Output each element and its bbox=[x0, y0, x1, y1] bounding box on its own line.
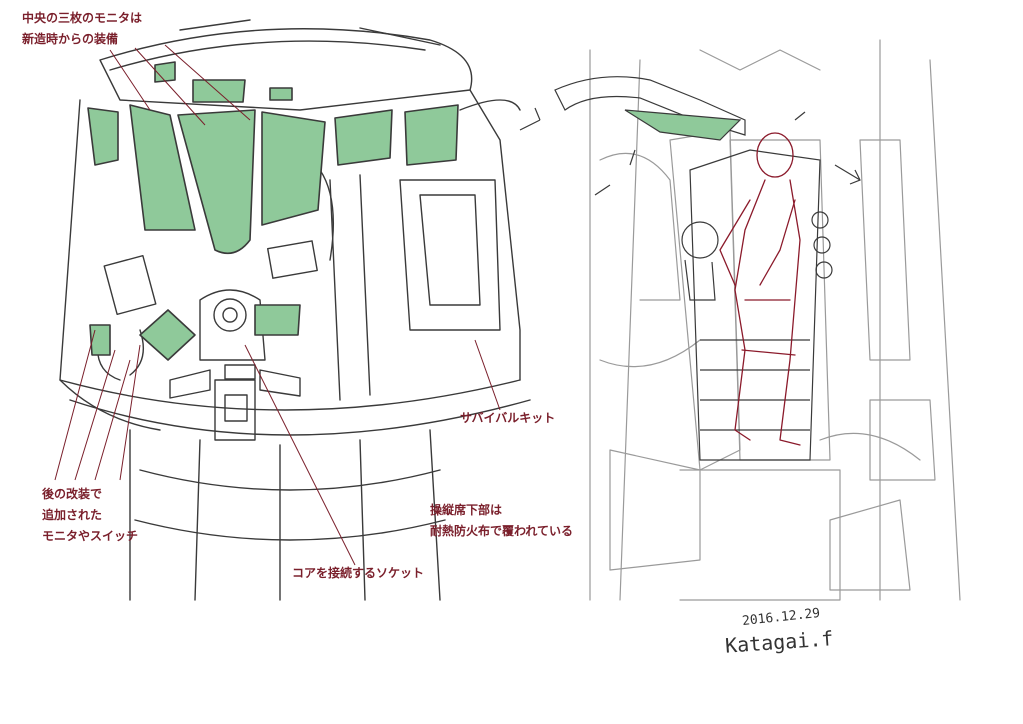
canopy-monitor bbox=[624, 109, 742, 141]
monitor-left-outer bbox=[87, 107, 119, 166]
cockpit-interior-drawing bbox=[59, 19, 531, 601]
monitor-top-2 bbox=[154, 61, 176, 83]
annotation-core-socket: コアを接続するソケット bbox=[292, 566, 425, 580]
annotation-seat-bottom: 操縦席下部は 耐熱防火布で覆われている bbox=[430, 503, 574, 538]
monitor-center-main bbox=[177, 109, 256, 255]
monitor-top-3 bbox=[269, 87, 293, 101]
monitor-side-left bbox=[89, 324, 111, 356]
monitor-right-2 bbox=[404, 104, 459, 166]
monitor-lower-left bbox=[139, 309, 196, 361]
monitor-right-1 bbox=[334, 109, 393, 166]
annotation-survival-kit: サバイバルキット bbox=[460, 411, 556, 425]
monitor-center-right bbox=[261, 111, 326, 226]
monitor-top-1 bbox=[192, 79, 246, 103]
annotation-monitors: 中央の三枚のモニタは 新造時からの装備 bbox=[22, 11, 143, 46]
motion-arrows bbox=[519, 107, 861, 196]
annotation-leaders bbox=[54, 44, 501, 566]
cockpit-monitors bbox=[87, 61, 459, 361]
monitor-lower-right bbox=[254, 304, 301, 336]
side-view-drawing bbox=[589, 39, 961, 601]
annotation-added-parts: 後の改装で 追加された モニタやスイッチ bbox=[42, 487, 139, 543]
seat-frame bbox=[554, 76, 833, 461]
pilot-figure bbox=[719, 132, 801, 446]
monitor-center-left bbox=[129, 104, 196, 231]
